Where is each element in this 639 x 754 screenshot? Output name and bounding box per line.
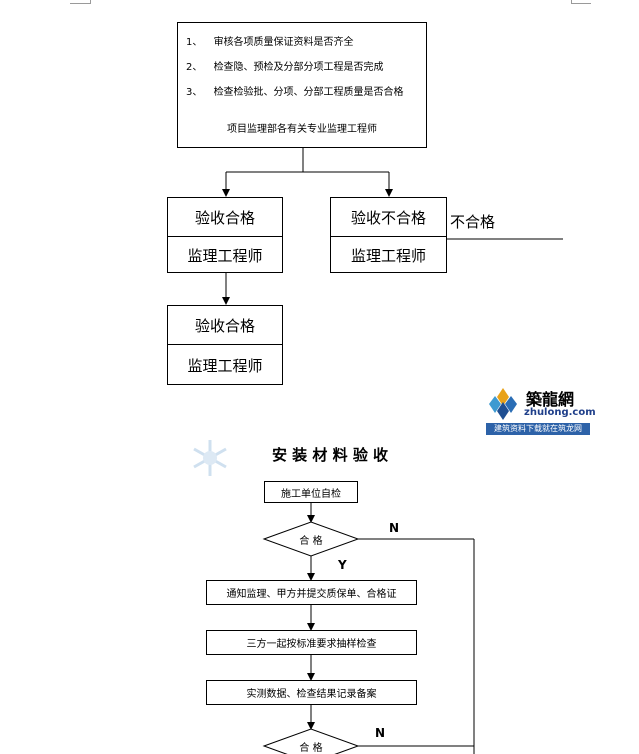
corner-mark-left-v	[90, 0, 91, 4]
flow2-step-3: 三方一起按标准要求抽样检查	[206, 630, 417, 655]
flow2-step-4: 实测数据、检查结果记录备案	[206, 680, 417, 705]
result-box-fail: 验收不合格 监理工程师	[330, 197, 447, 273]
result-pass-label: 验收合格	[194, 208, 255, 227]
review-item-1-text: 审核各项质量保证资料是否齐全	[213, 37, 354, 48]
decision-1-label: 合 格	[299, 536, 323, 547]
flow2-step-4-label: 实测数据、检查结果记录备案	[246, 689, 377, 700]
review-signature: 项目监理部各有关专业监理工程师	[227, 124, 377, 135]
result-box-final: 验收合格 监理工程师	[167, 305, 283, 385]
logo-slogan: 建筑资料下载就在筑龙网	[486, 423, 590, 435]
review-item-3-text: 检查检验批、分项、分部工程质量是否合格	[213, 87, 404, 98]
decision-2-no: N	[375, 726, 386, 740]
decision-1-no: N	[389, 521, 400, 535]
logo-emblem-icon	[489, 388, 517, 420]
review-item-3: 3、 检查检验批、分项、分部工程质量是否合格	[186, 83, 404, 98]
flow2-step-3-label: 三方一起按标准要求抽样检查	[246, 639, 377, 650]
review-item-1: 1、 审核各项质量保证资料是否齐全	[186, 33, 354, 48]
result-box-pass: 验收合格 监理工程师	[167, 197, 283, 273]
review-item-2-num: 2、	[186, 62, 203, 73]
corner-mark-right-h	[571, 3, 591, 4]
fail-label: 不合格	[450, 213, 496, 231]
divider	[331, 236, 446, 237]
review-box: 1、 审核各项质量保证资料是否齐全 2、 检查隐、预检及分部分项工程是否完成 3…	[177, 22, 427, 148]
watermark-snowflake-icon	[193, 440, 227, 476]
result-final-role: 监理工程师	[187, 356, 263, 375]
divider	[168, 344, 282, 345]
logo-domain: zhulong.com	[524, 407, 596, 418]
corner-mark-right-v	[571, 0, 572, 4]
flow2-step-2-label: 通知监理、甲方并提交质保单、合格证	[226, 589, 397, 600]
review-item-3-num: 3、	[186, 87, 203, 98]
corner-mark-left-h	[70, 3, 90, 4]
flow2-step-2: 通知监理、甲方并提交质保单、合格证	[206, 580, 417, 605]
logo-name: 築龍網	[526, 390, 575, 409]
decision-2-label: 合 格	[299, 743, 323, 754]
result-fail-role: 监理工程师	[350, 246, 426, 265]
review-item-2-text: 检查隐、预检及分部分项工程是否完成	[213, 62, 384, 73]
review-item-2: 2、 检查隐、预检及分部分项工程是否完成	[186, 58, 384, 73]
divider	[168, 236, 282, 237]
flow2-title: 安 装 材 料 验 收	[271, 446, 389, 464]
zhulong-logo: 築龍網 zhulong.com 建筑资料下载就在筑龙网	[486, 386, 596, 436]
result-fail-label: 验收不合格	[350, 208, 426, 227]
review-item-1-num: 1、	[186, 37, 203, 48]
result-final-label: 验收合格	[194, 316, 255, 335]
result-pass-role: 监理工程师	[187, 246, 263, 265]
flow2-step-1: 施工单位自检	[264, 481, 358, 503]
decision-1-yes: Y	[338, 558, 347, 572]
flow2-step-1-label: 施工单位自检	[281, 488, 341, 500]
